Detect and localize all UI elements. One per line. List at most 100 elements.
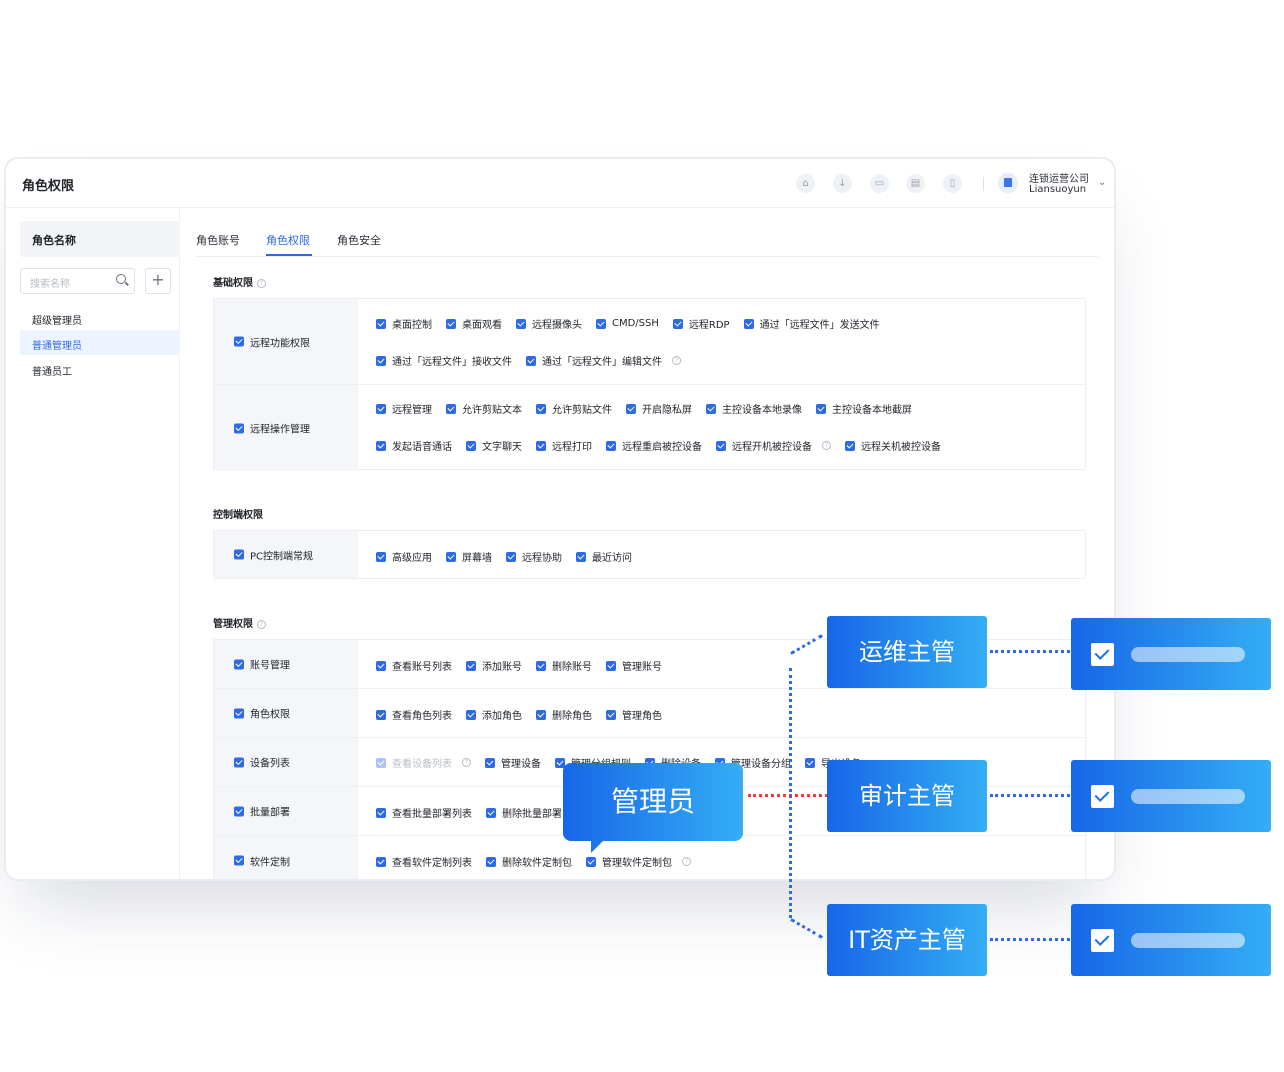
option[interactable]: 远程RDP: [672, 316, 730, 331]
home-icon[interactable]: ⌂: [796, 174, 815, 193]
option[interactable]: 删除软件定制包: [486, 854, 572, 869]
toolbar-divider: [983, 177, 984, 191]
checkbox[interactable]: [234, 855, 244, 866]
option[interactable]: 远程开机被控设备?: [716, 438, 831, 453]
placeholder-bar: [1131, 933, 1245, 948]
company-subtitle[interactable]: Liansuoyun: [1029, 184, 1087, 195]
option[interactable]: 删除账号: [536, 658, 592, 673]
option[interactable]: 管理设备分组: [715, 755, 791, 770]
chevron-down-icon[interactable]: ⌄: [1098, 177, 1107, 188]
checkbox[interactable]: [234, 708, 244, 718]
option[interactable]: 删除角色: [536, 707, 592, 722]
option[interactable]: 添加账号: [466, 658, 522, 673]
option[interactable]: 发起语音通话: [376, 438, 452, 453]
option[interactable]: 管理软件定制包?: [586, 854, 691, 869]
checkbox[interactable]: [234, 423, 244, 433]
top-bar: 角色权限 ⌂ ↓ ▭ ▤ ▯ 连锁运营公司 Liansuoyun ⌄: [6, 159, 1114, 208]
option[interactable]: 远程摄像头: [516, 316, 582, 331]
tab-role-security[interactable]: 角色安全: [337, 234, 381, 247]
search-icon[interactable]: [116, 274, 126, 284]
tab-role-permission[interactable]: 角色权限: [266, 234, 310, 247]
option[interactable]: 文字聊天: [466, 438, 522, 453]
message-icon[interactable]: ▭: [870, 174, 889, 193]
option[interactable]: 最近访问: [576, 549, 632, 564]
clipboard-icon[interactable]: ▤: [906, 174, 925, 193]
row-label[interactable]: 软件定制: [234, 853, 290, 868]
download-icon[interactable]: ↓: [833, 174, 852, 193]
option[interactable]: 远程重启被控设备: [606, 438, 702, 453]
connector-line: [990, 938, 1070, 941]
option[interactable]: 主控设备本地录像: [706, 401, 802, 416]
row-label[interactable]: 远程功能权限: [234, 334, 310, 349]
permission-row: 账号管理 查看账号列表 添加账号 删除账号 管理账号: [214, 640, 1085, 689]
checkbox[interactable]: [234, 549, 244, 560]
admin-link-line: [748, 794, 828, 797]
option[interactable]: 添加角色: [466, 707, 522, 722]
help-icon[interactable]: ?: [257, 619, 266, 629]
option[interactable]: 允许剪贴文本: [446, 401, 522, 416]
row-label[interactable]: 批量部署: [234, 804, 290, 819]
role-box-audit-manager: 审计主管: [827, 760, 987, 832]
sidebar-item-admin[interactable]: 普通管理员: [20, 330, 180, 355]
permission-row: 软件定制 查看软件定制列表 删除软件定制包 管理软件定制包?: [214, 836, 1085, 879]
permission-card: [1071, 760, 1271, 832]
document-icon[interactable]: ▯: [943, 174, 962, 193]
row-label[interactable]: 角色权限: [234, 706, 290, 721]
option[interactable]: 通过「远程文件」接收文件: [376, 353, 512, 368]
permission-row: 角色权限 查看角色列表 添加角色 删除角色 管理角色: [214, 689, 1085, 738]
option[interactable]: 查看角色列表: [376, 707, 452, 722]
option[interactable]: 桌面观看: [446, 316, 502, 331]
option[interactable]: 高级应用: [376, 549, 432, 564]
help-icon[interactable]: ?: [257, 278, 266, 288]
connector-line: [990, 794, 1070, 797]
company-name[interactable]: 连锁运营公司: [1029, 174, 1089, 185]
add-role-button[interactable]: +: [145, 268, 171, 294]
help-icon[interactable]: ?: [462, 758, 471, 767]
checkbox[interactable]: [234, 806, 244, 816]
sidebar-item-employee[interactable]: 普通员工: [32, 367, 72, 378]
admin-role-bubble: 管理员: [563, 763, 743, 853]
section-title-manage: 管理权限?: [213, 615, 266, 630]
option[interactable]: 主控设备本地截屏: [816, 401, 912, 416]
check-icon: [1091, 643, 1114, 666]
option[interactable]: 远程协助: [506, 549, 562, 564]
help-icon[interactable]: ?: [672, 356, 681, 365]
option[interactable]: 允许剪贴文件: [536, 401, 612, 416]
connector-trunk-line: [789, 668, 792, 918]
option[interactable]: 删除批量部署: [486, 805, 562, 820]
help-icon[interactable]: ?: [682, 857, 691, 866]
option[interactable]: 远程打印: [536, 438, 592, 453]
option[interactable]: CMD/SSH: [596, 318, 659, 329]
role-box-it-asset-manager: IT资产主管: [827, 904, 987, 976]
option[interactable]: 查看批量部署列表: [376, 805, 472, 820]
company-logo-icon[interactable]: [998, 173, 1018, 193]
sidebar-item-super-admin[interactable]: 超级管理员: [32, 316, 82, 327]
checkbox[interactable]: [234, 659, 244, 669]
page-title: 角色权限: [22, 179, 75, 194]
option[interactable]: 桌面控制: [376, 316, 432, 331]
option[interactable]: 开启隐私屏: [626, 401, 692, 416]
option[interactable]: 远程关机被控设备: [845, 438, 941, 453]
help-icon[interactable]: ?: [822, 441, 831, 450]
placeholder-bar: [1131, 789, 1245, 804]
check-icon: [1091, 929, 1114, 952]
option[interactable]: 查看账号列表: [376, 658, 452, 673]
option[interactable]: 管理账号: [606, 658, 662, 673]
checkbox[interactable]: [234, 757, 244, 767]
row-label[interactable]: PC控制端常规: [234, 547, 313, 562]
search-input[interactable]: 搜索名称: [20, 268, 135, 294]
option[interactable]: 通过「远程文件」发送文件: [743, 316, 880, 331]
role-box-ops-manager: 运维主管: [827, 616, 987, 688]
option[interactable]: 管理角色: [606, 707, 662, 722]
option[interactable]: 屏幕墙: [446, 549, 492, 564]
row-label[interactable]: 设备列表: [234, 755, 290, 770]
option[interactable]: 远程管理: [376, 401, 432, 416]
option[interactable]: 查看软件定制列表: [376, 854, 472, 869]
tab-role-account[interactable]: 角色账号: [196, 234, 240, 247]
row-label[interactable]: 远程操作管理: [234, 421, 310, 436]
sidebar-header: 角色名称: [20, 221, 180, 257]
option[interactable]: 通过「远程文件」编辑文件?: [526, 353, 681, 368]
checkbox[interactable]: [234, 336, 244, 347]
option[interactable]: 管理设备: [485, 755, 541, 770]
row-label[interactable]: 账号管理: [234, 657, 290, 672]
